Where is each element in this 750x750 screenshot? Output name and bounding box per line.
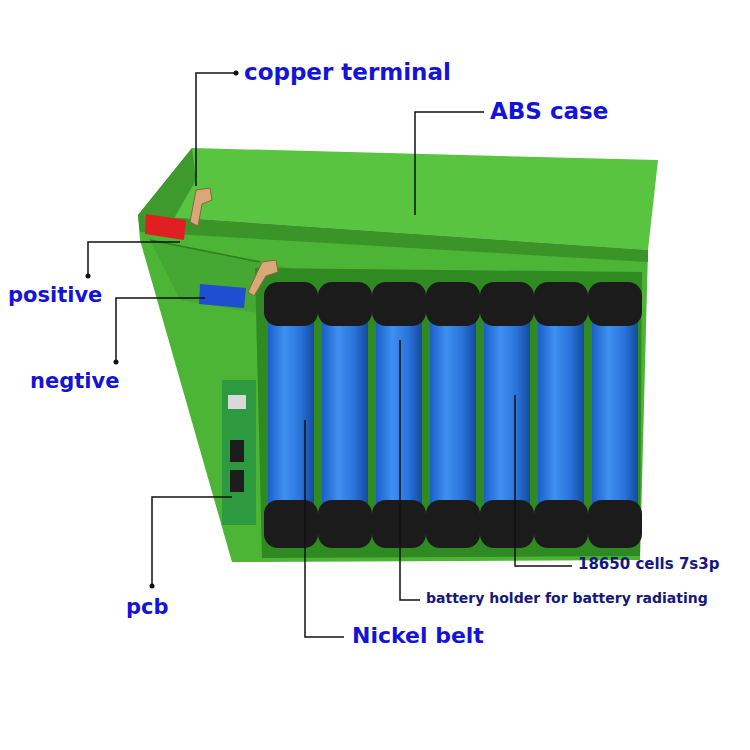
cell-holder bbox=[264, 282, 318, 326]
leader-lines bbox=[88, 73, 572, 637]
leader-line bbox=[515, 395, 572, 566]
leader-line bbox=[196, 73, 236, 186]
part-label: 18650 cells 7s3p bbox=[578, 556, 719, 573]
part-label: battery holder for battery radiating bbox=[426, 591, 708, 606]
leader-line bbox=[88, 242, 180, 276]
part-label: copper terminal bbox=[244, 60, 451, 85]
part-label: negtive bbox=[30, 370, 119, 393]
cutaway bbox=[255, 268, 642, 558]
cell-holder bbox=[372, 500, 426, 548]
leader-line bbox=[152, 497, 232, 586]
cell-holder bbox=[318, 282, 372, 326]
leader-line bbox=[400, 340, 420, 600]
case-edge bbox=[150, 240, 260, 262]
cell-holder bbox=[480, 282, 534, 326]
negative-terminal-pad bbox=[199, 284, 246, 308]
part-label: pcb bbox=[126, 596, 169, 619]
leader-line bbox=[116, 298, 205, 362]
leader-line bbox=[305, 420, 344, 637]
cell-holder bbox=[426, 282, 480, 326]
copper-tab bbox=[190, 188, 212, 226]
part-label: Nickel belt bbox=[352, 624, 484, 648]
cell-holder bbox=[588, 500, 642, 548]
pcb-board bbox=[222, 380, 256, 525]
cell-holder bbox=[372, 282, 426, 326]
cell-holder bbox=[588, 282, 642, 326]
leader-dots bbox=[86, 71, 239, 589]
cell-row bbox=[264, 282, 642, 548]
pcb-part bbox=[230, 470, 244, 492]
pcb-part bbox=[230, 440, 244, 462]
copper-tab bbox=[248, 260, 278, 296]
leader-line bbox=[415, 112, 484, 215]
cell-holder bbox=[480, 500, 534, 548]
cell-holder bbox=[534, 282, 588, 326]
cell-holder bbox=[534, 500, 588, 548]
cell-holder bbox=[426, 500, 480, 548]
part-label: positive bbox=[8, 284, 102, 307]
positive-terminal-pad bbox=[145, 214, 186, 240]
case-front bbox=[138, 215, 648, 562]
part-label: ABS case bbox=[490, 99, 608, 124]
cell-holder bbox=[318, 500, 372, 548]
cell-holder bbox=[264, 500, 318, 548]
pcb-part bbox=[228, 395, 246, 409]
